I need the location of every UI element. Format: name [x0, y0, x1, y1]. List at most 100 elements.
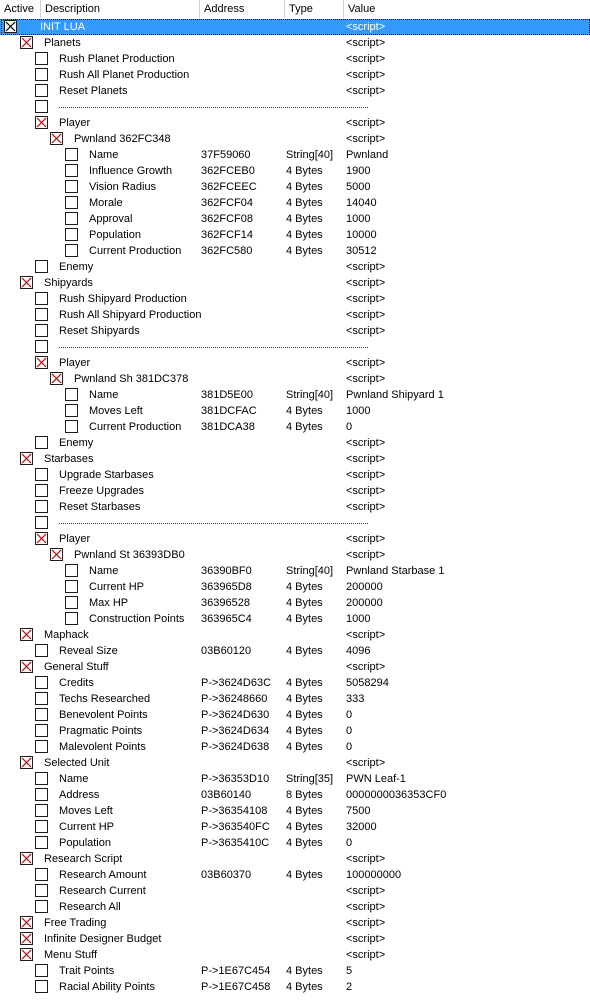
active-checkbox[interactable]: [65, 244, 78, 257]
active-checkbox[interactable]: [65, 612, 78, 625]
active-checkbox-checked[interactable]: [20, 276, 33, 289]
table-row[interactable]: Upgrade Starbases<script>: [0, 467, 590, 483]
active-checkbox-checked[interactable]: [35, 116, 48, 129]
active-checkbox[interactable]: [65, 580, 78, 593]
active-checkbox[interactable]: [35, 724, 48, 737]
active-checkbox[interactable]: [65, 180, 78, 193]
table-row[interactable]: Player<script>: [0, 531, 590, 547]
table-row[interactable]: Menu Stuff<script>: [0, 947, 590, 963]
active-checkbox-checked[interactable]: [50, 132, 63, 145]
table-row[interactable]: Rush Shipyard Production<script>: [0, 291, 590, 307]
active-checkbox[interactable]: [35, 900, 48, 913]
column-header-active[interactable]: Active: [0, 0, 41, 18]
separator-row[interactable]: [0, 99, 590, 115]
table-row[interactable]: Starbases<script>: [0, 451, 590, 467]
separator-row[interactable]: [0, 515, 590, 531]
table-row[interactable]: Freeze Upgrades<script>: [0, 483, 590, 499]
active-checkbox[interactable]: [35, 52, 48, 65]
table-row[interactable]: Reset Shipyards<script>: [0, 323, 590, 339]
active-checkbox[interactable]: [65, 148, 78, 161]
active-checkbox-checked[interactable]: [20, 948, 33, 961]
active-checkbox[interactable]: [35, 868, 48, 881]
active-checkbox[interactable]: [35, 516, 48, 529]
active-checkbox[interactable]: [35, 324, 48, 337]
table-row[interactable]: Enemy<script>: [0, 259, 590, 275]
active-checkbox[interactable]: [65, 196, 78, 209]
active-checkbox[interactable]: [65, 228, 78, 241]
active-checkbox-checked[interactable]: [35, 356, 48, 369]
table-row[interactable]: Enemy<script>: [0, 435, 590, 451]
active-checkbox[interactable]: [35, 436, 48, 449]
table-row[interactable]: Player<script>: [0, 355, 590, 371]
active-checkbox[interactable]: [35, 84, 48, 97]
active-checkbox-checked[interactable]: [20, 916, 33, 929]
active-checkbox[interactable]: [65, 596, 78, 609]
active-checkbox[interactable]: [35, 68, 48, 81]
active-checkbox-checked[interactable]: [50, 372, 63, 385]
active-checkbox-checked[interactable]: [20, 452, 33, 465]
active-checkbox[interactable]: [35, 468, 48, 481]
active-checkbox[interactable]: [35, 644, 48, 657]
table-row[interactable]: Research Current<script>: [0, 883, 590, 899]
active-checkbox[interactable]: [35, 804, 48, 817]
column-header-type[interactable]: Type: [285, 0, 344, 18]
table-row[interactable]: Player<script>: [0, 115, 590, 131]
column-header-value[interactable]: Value: [348, 3, 376, 15]
active-checkbox-checked[interactable]: [50, 548, 63, 561]
table-row[interactable]: Research Script<script>: [0, 851, 590, 867]
active-checkbox[interactable]: [35, 292, 48, 305]
table-row[interactable]: Reset Starbases<script>: [0, 499, 590, 515]
active-checkbox[interactable]: [65, 164, 78, 177]
active-checkbox[interactable]: [35, 676, 48, 689]
active-checkbox-checked[interactable]: [20, 932, 33, 945]
active-checkbox[interactable]: [35, 980, 48, 993]
separator-row[interactable]: [0, 339, 590, 355]
active-checkbox[interactable]: [35, 100, 48, 113]
active-checkbox[interactable]: [65, 404, 78, 417]
table-row[interactable]: Pwnland Sh 381DC378<script>: [0, 371, 590, 387]
table-row[interactable]: INIT LUA<script>: [0, 19, 590, 35]
table-row[interactable]: Rush Planet Production<script>: [0, 51, 590, 67]
active-checkbox[interactable]: [35, 308, 48, 321]
table-row[interactable]: Free Trading<script>: [0, 915, 590, 931]
table-row[interactable]: Selected Unit<script>: [0, 755, 590, 771]
active-checkbox[interactable]: [35, 708, 48, 721]
active-checkbox[interactable]: [35, 340, 48, 353]
active-checkbox[interactable]: [65, 212, 78, 225]
active-checkbox[interactable]: [35, 740, 48, 753]
table-row[interactable]: Rush All Planet Production<script>: [0, 67, 590, 83]
active-checkbox-checked[interactable]: [20, 660, 33, 673]
table-row[interactable]: Research All<script>: [0, 899, 590, 915]
active-checkbox[interactable]: [35, 692, 48, 705]
active-checkbox[interactable]: [35, 788, 48, 801]
table-row[interactable]: Maphack<script>: [0, 627, 590, 643]
table-row[interactable]: Infinite Designer Budget<script>: [0, 931, 590, 947]
table-row[interactable]: General Stuff<script>: [0, 659, 590, 675]
table-row[interactable]: Reset Planets<script>: [0, 83, 590, 99]
active-checkbox-checked[interactable]: [20, 36, 33, 49]
active-checkbox[interactable]: [35, 260, 48, 273]
